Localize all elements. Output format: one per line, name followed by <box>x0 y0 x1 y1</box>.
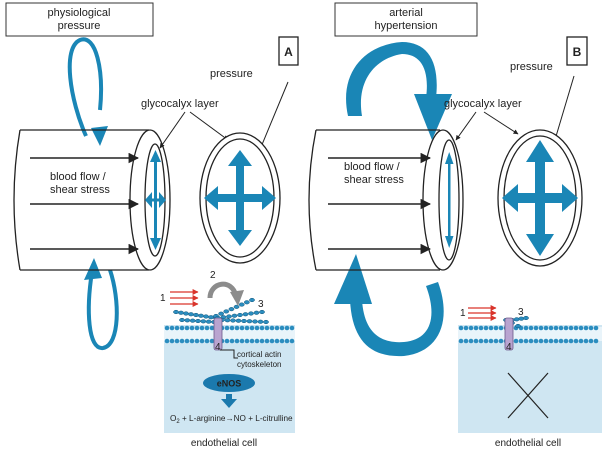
glycocalyx-label-a: glycocalyx layer <box>141 98 219 110</box>
condition-box-b <box>334 2 478 37</box>
vessel-cylinder-b <box>308 129 440 271</box>
receptor-b <box>504 317 514 351</box>
condition-label-b-line1: arterial <box>389 7 423 19</box>
flow-label-b-line2: shear stress <box>344 174 404 186</box>
condition-label-b-line2: hypertension <box>375 20 438 32</box>
pressure-cross-arrow-b <box>502 140 578 256</box>
panel-letter-box-b <box>566 36 588 66</box>
panel-letter-a: A <box>284 45 293 59</box>
circular-flow-arrow-bottom-a <box>84 258 119 350</box>
shear-arrows-b <box>468 305 497 321</box>
panel-b: arterial hypertension B blood flow / she… <box>308 2 602 449</box>
glycocalyx-pointer-a2 <box>189 111 229 141</box>
membrane-a <box>164 325 295 344</box>
panel-letter-b: B <box>573 45 582 59</box>
flow-arrows-a <box>30 152 140 255</box>
enos-label-a: eNOS <box>217 379 242 389</box>
actin-pointer-a <box>220 349 238 359</box>
membrane-b <box>458 325 602 344</box>
pressure-cross-arrow-a <box>204 150 276 246</box>
pressure-label-b: pressure <box>510 61 553 73</box>
condition-label-a-line2: pressure <box>58 20 101 32</box>
reaction-a: O2 + L-arginine→NO + L-citrulline <box>170 414 293 425</box>
deflection-arrow-a <box>207 281 244 306</box>
no-signal-cross-b <box>507 372 549 419</box>
pressure-label-a: pressure <box>210 68 253 80</box>
cell-label-b: endothelial cell <box>495 438 561 449</box>
actin-label-a-line1: cortical actin <box>237 350 281 359</box>
small-pressure-arrow-a <box>145 150 166 250</box>
step-1-b: 1 <box>460 308 466 319</box>
step-3-a: 3 <box>258 299 264 310</box>
step-3-b: 3 <box>518 307 524 318</box>
circular-flow-arrow-top-a <box>67 37 108 146</box>
flow-label-b-line1: blood flow / <box>344 161 401 173</box>
condition-box-a <box>5 2 154 37</box>
step-4-a: 4 <box>215 342 221 353</box>
cell-label-a: endothelial cell <box>191 438 257 449</box>
glycocalyx-chains-a <box>173 297 269 325</box>
panel-a: physiological pressure A <box>5 2 299 449</box>
panel-letter-box-a <box>278 36 299 66</box>
receptor-a <box>213 317 223 351</box>
circular-flow-arrow-bottom-b <box>334 254 444 357</box>
step-2-a: 2 <box>210 270 216 281</box>
glycocalyx-pointer-a1 <box>159 111 186 149</box>
shear-arrows-a <box>170 289 199 307</box>
step-4-b: 4 <box>506 342 512 353</box>
step-1-a: 1 <box>160 293 166 304</box>
flow-label-a-line1: blood flow / <box>50 171 107 183</box>
condition-label-a-line1: physiological <box>48 7 111 19</box>
actin-label-a-line2: cytoskeleton <box>237 360 281 369</box>
glycocalyx-label-b: glycocalyx layer <box>444 98 522 110</box>
enos-badge-a <box>203 374 255 392</box>
glycocalyx-pointer-b1 <box>455 111 477 141</box>
glycocalyx-pointer-b2 <box>483 111 519 135</box>
flow-label-a-line2: shear stress <box>50 184 110 196</box>
vessel-cylinder-a <box>13 129 149 271</box>
small-pressure-arrow-b <box>445 152 454 248</box>
enos-arrow-a <box>221 394 237 408</box>
flow-arrows-b <box>328 152 432 255</box>
circular-flow-arrow-top-b <box>346 42 452 140</box>
